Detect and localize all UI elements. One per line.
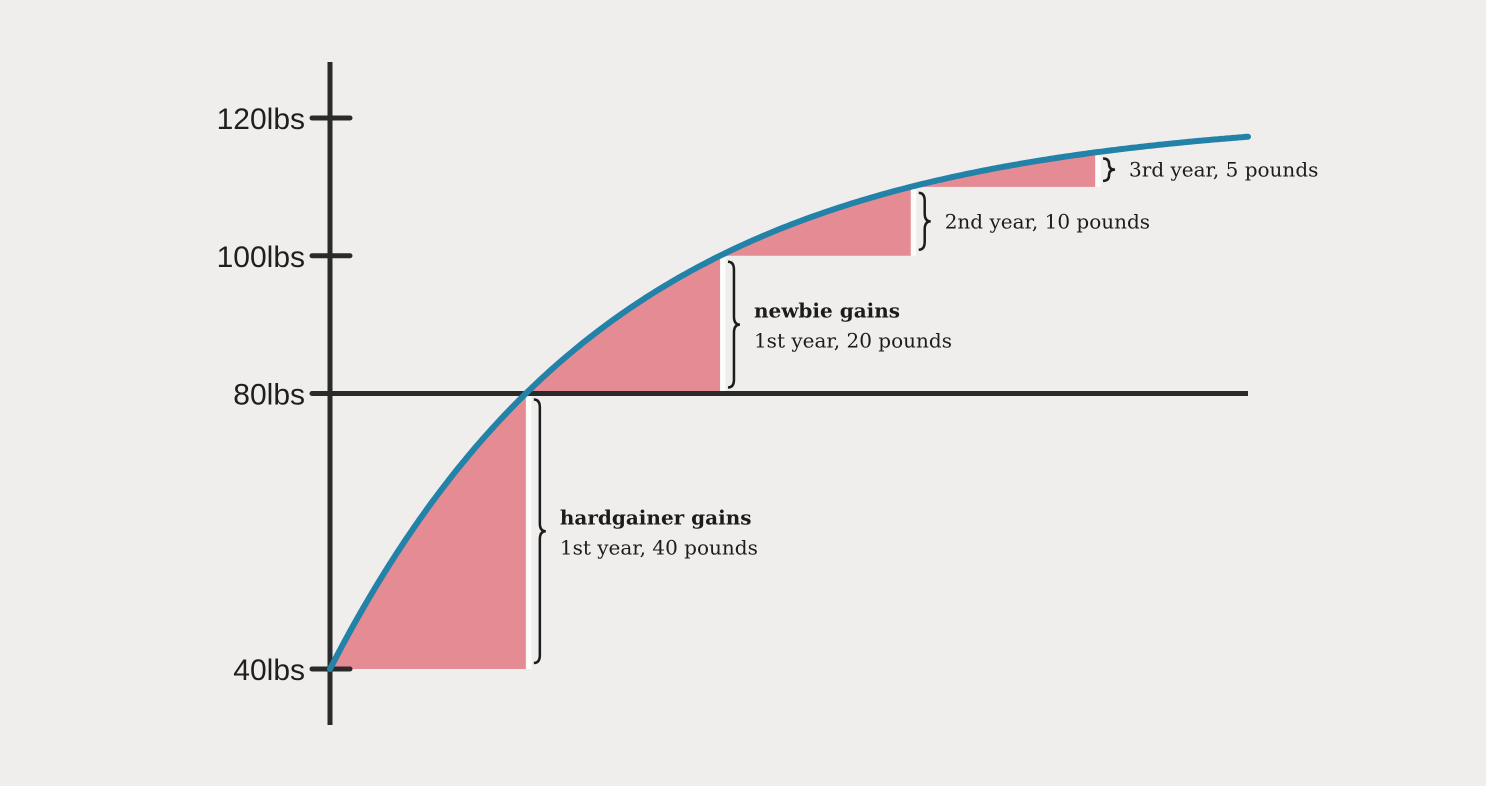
brace-3 [918,191,931,251]
gain-fill-1 [330,393,526,669]
gain-fill-2 [525,255,720,394]
brace-4 [1102,157,1116,183]
brace-1 [533,398,546,665]
y-tick-label-120: 120lbs [217,103,305,136]
annotation-text-4: 3rd year, 5 pounds [1129,158,1318,182]
growth-curve [327,133,1251,672]
annotation-text-3: 2nd year, 10 pounds [945,209,1150,233]
annotation-text-2: 1st year, 20 pounds [754,329,952,353]
y-tick-label-80: 80lbs [233,379,305,412]
brace-2 [727,260,741,389]
y-tick-label-100: 100lbs [217,241,305,274]
gain-fill-3 [720,186,911,256]
annotation-title-2: newbie gains [754,299,900,323]
y-tick-label-40: 40lbs [233,654,305,687]
annotation-text-1: 1st year, 40 pounds [560,535,758,559]
annotation-title-1: hardgainer gains [560,505,752,529]
